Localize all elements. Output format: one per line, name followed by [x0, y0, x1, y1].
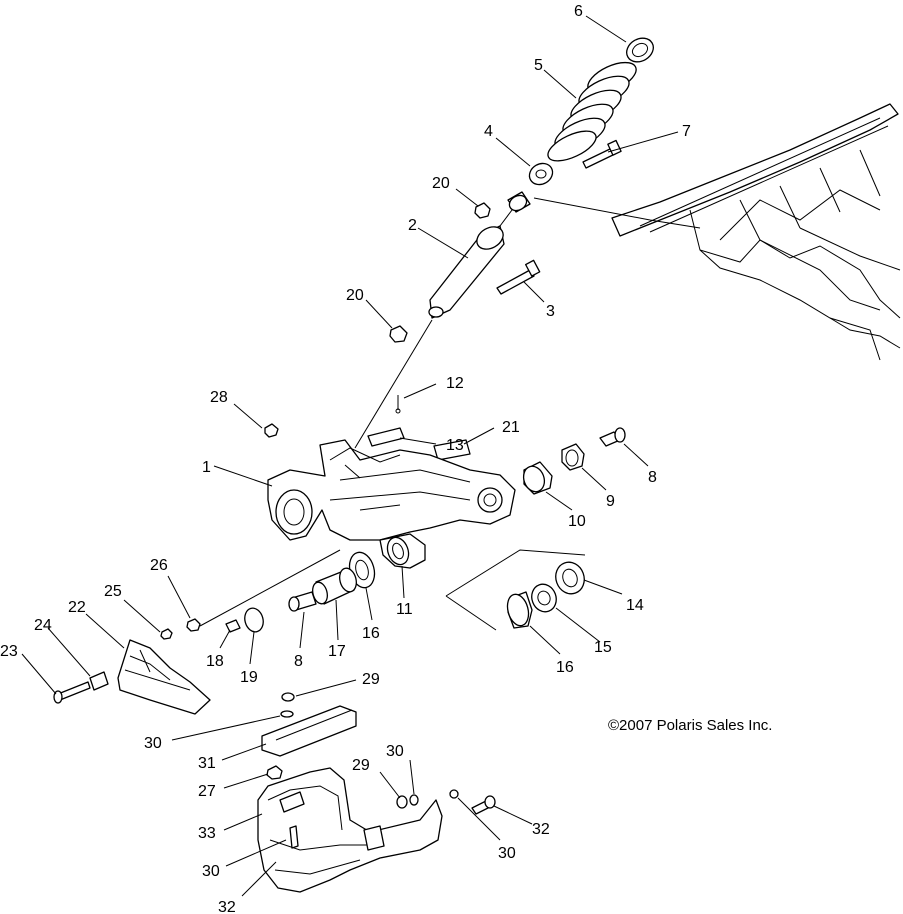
bolt-3 [496, 259, 541, 295]
nut-26 [186, 618, 201, 632]
bearing-14 [555, 561, 585, 595]
nut-27 [266, 765, 283, 780]
explode-bracket [445, 549, 586, 631]
callout-7: 7 [682, 123, 691, 140]
bolt-32-right [471, 795, 496, 815]
callout-5: 5 [534, 57, 543, 74]
callout-22: 22 [68, 599, 86, 616]
washer-30-right [449, 789, 459, 799]
callout-33: 33 [198, 825, 216, 842]
bracket-22 [117, 639, 211, 715]
decal-21 [433, 439, 471, 461]
swing-arm [267, 439, 516, 569]
nut-25 [160, 628, 173, 640]
spacer-24 [89, 671, 109, 691]
spacer-17 [312, 567, 357, 605]
shock-spring [547, 61, 637, 162]
callout-27: 27 [198, 783, 216, 800]
leader-lines [21, 15, 679, 897]
bolt-23 [53, 681, 91, 704]
callout-14: 14 [626, 597, 644, 614]
bolt-32-lower [289, 825, 299, 849]
callout-15: 15 [594, 639, 612, 656]
shock-absorber [428, 191, 531, 319]
callout-6: 6 [574, 3, 583, 20]
callout-20-lower: 20 [346, 287, 364, 304]
bolt-8-lower [288, 591, 317, 612]
plate-13 [367, 427, 405, 447]
callout-30-upper: 30 [144, 735, 162, 752]
callout-32-right: 32 [532, 821, 550, 838]
callout-16-right: 16 [556, 659, 574, 676]
washer-15 [531, 583, 557, 613]
pivot-9 [561, 443, 585, 471]
callout-31: 31 [198, 755, 216, 772]
pivot-axis-line [199, 549, 341, 627]
callout-21: 21 [502, 419, 520, 436]
callout-2: 2 [408, 217, 417, 234]
frame-rail [611, 103, 901, 361]
bushing-10 [522, 461, 553, 495]
nut-29-upper [281, 692, 295, 702]
callout-12: 12 [446, 375, 464, 392]
callout-24: 24 [34, 617, 52, 634]
callout-18: 18 [206, 653, 224, 670]
callout-9: 9 [606, 493, 615, 510]
callout-10: 10 [568, 513, 586, 530]
callout-25: 25 [104, 583, 122, 600]
callout-30-right: 30 [498, 845, 516, 862]
callout-29-upper: 29 [362, 671, 380, 688]
screw-18 [225, 619, 241, 633]
washer-30-upper [280, 710, 294, 718]
callout-8-lower: 8 [294, 653, 303, 670]
nut-20-lower [389, 325, 408, 343]
bolt-7 [582, 139, 622, 169]
bumper-33 [257, 767, 443, 893]
washer-30-mid [409, 794, 419, 806]
callout-labels: 6 5 4 7 20 2 3 20 12 28 13 21 8 1 9 10 2… [0, 3, 691, 914]
callout-30-mid: 30 [386, 743, 404, 760]
callout-11: 11 [396, 601, 413, 618]
callout-23: 23 [0, 643, 18, 660]
nut-28 [264, 423, 279, 438]
callout-29-lower: 29 [352, 757, 370, 774]
bolt-8-upper [599, 427, 626, 447]
nut-29-lower [396, 795, 408, 809]
callout-16-left: 16 [362, 625, 380, 642]
shock-mount-line [354, 319, 433, 449]
callout-17: 17 [328, 643, 346, 660]
callout-20-upper: 20 [432, 175, 450, 192]
callout-28: 28 [210, 389, 228, 406]
callout-3: 3 [546, 303, 555, 320]
cap-19 [244, 607, 264, 633]
copyright-notice: ©2007 Polaris Sales Inc. [608, 717, 772, 734]
nut-20-upper [474, 202, 491, 219]
callout-8-upper: 8 [648, 469, 657, 486]
cotter-pin-12 [395, 395, 401, 414]
callout-13: 13 [446, 437, 464, 454]
spring-seat [528, 162, 554, 186]
callout-19: 19 [240, 669, 258, 686]
callout-26: 26 [150, 557, 168, 574]
callout-4: 4 [484, 123, 493, 140]
callout-1: 1 [202, 459, 211, 476]
spring-retainer [626, 37, 654, 63]
callout-30-lower: 30 [202, 863, 220, 880]
plate-31 [261, 705, 357, 757]
bushing-16-right [506, 591, 533, 629]
frame-mount-line [533, 197, 701, 229]
callout-32-lower: 32 [218, 899, 236, 914]
